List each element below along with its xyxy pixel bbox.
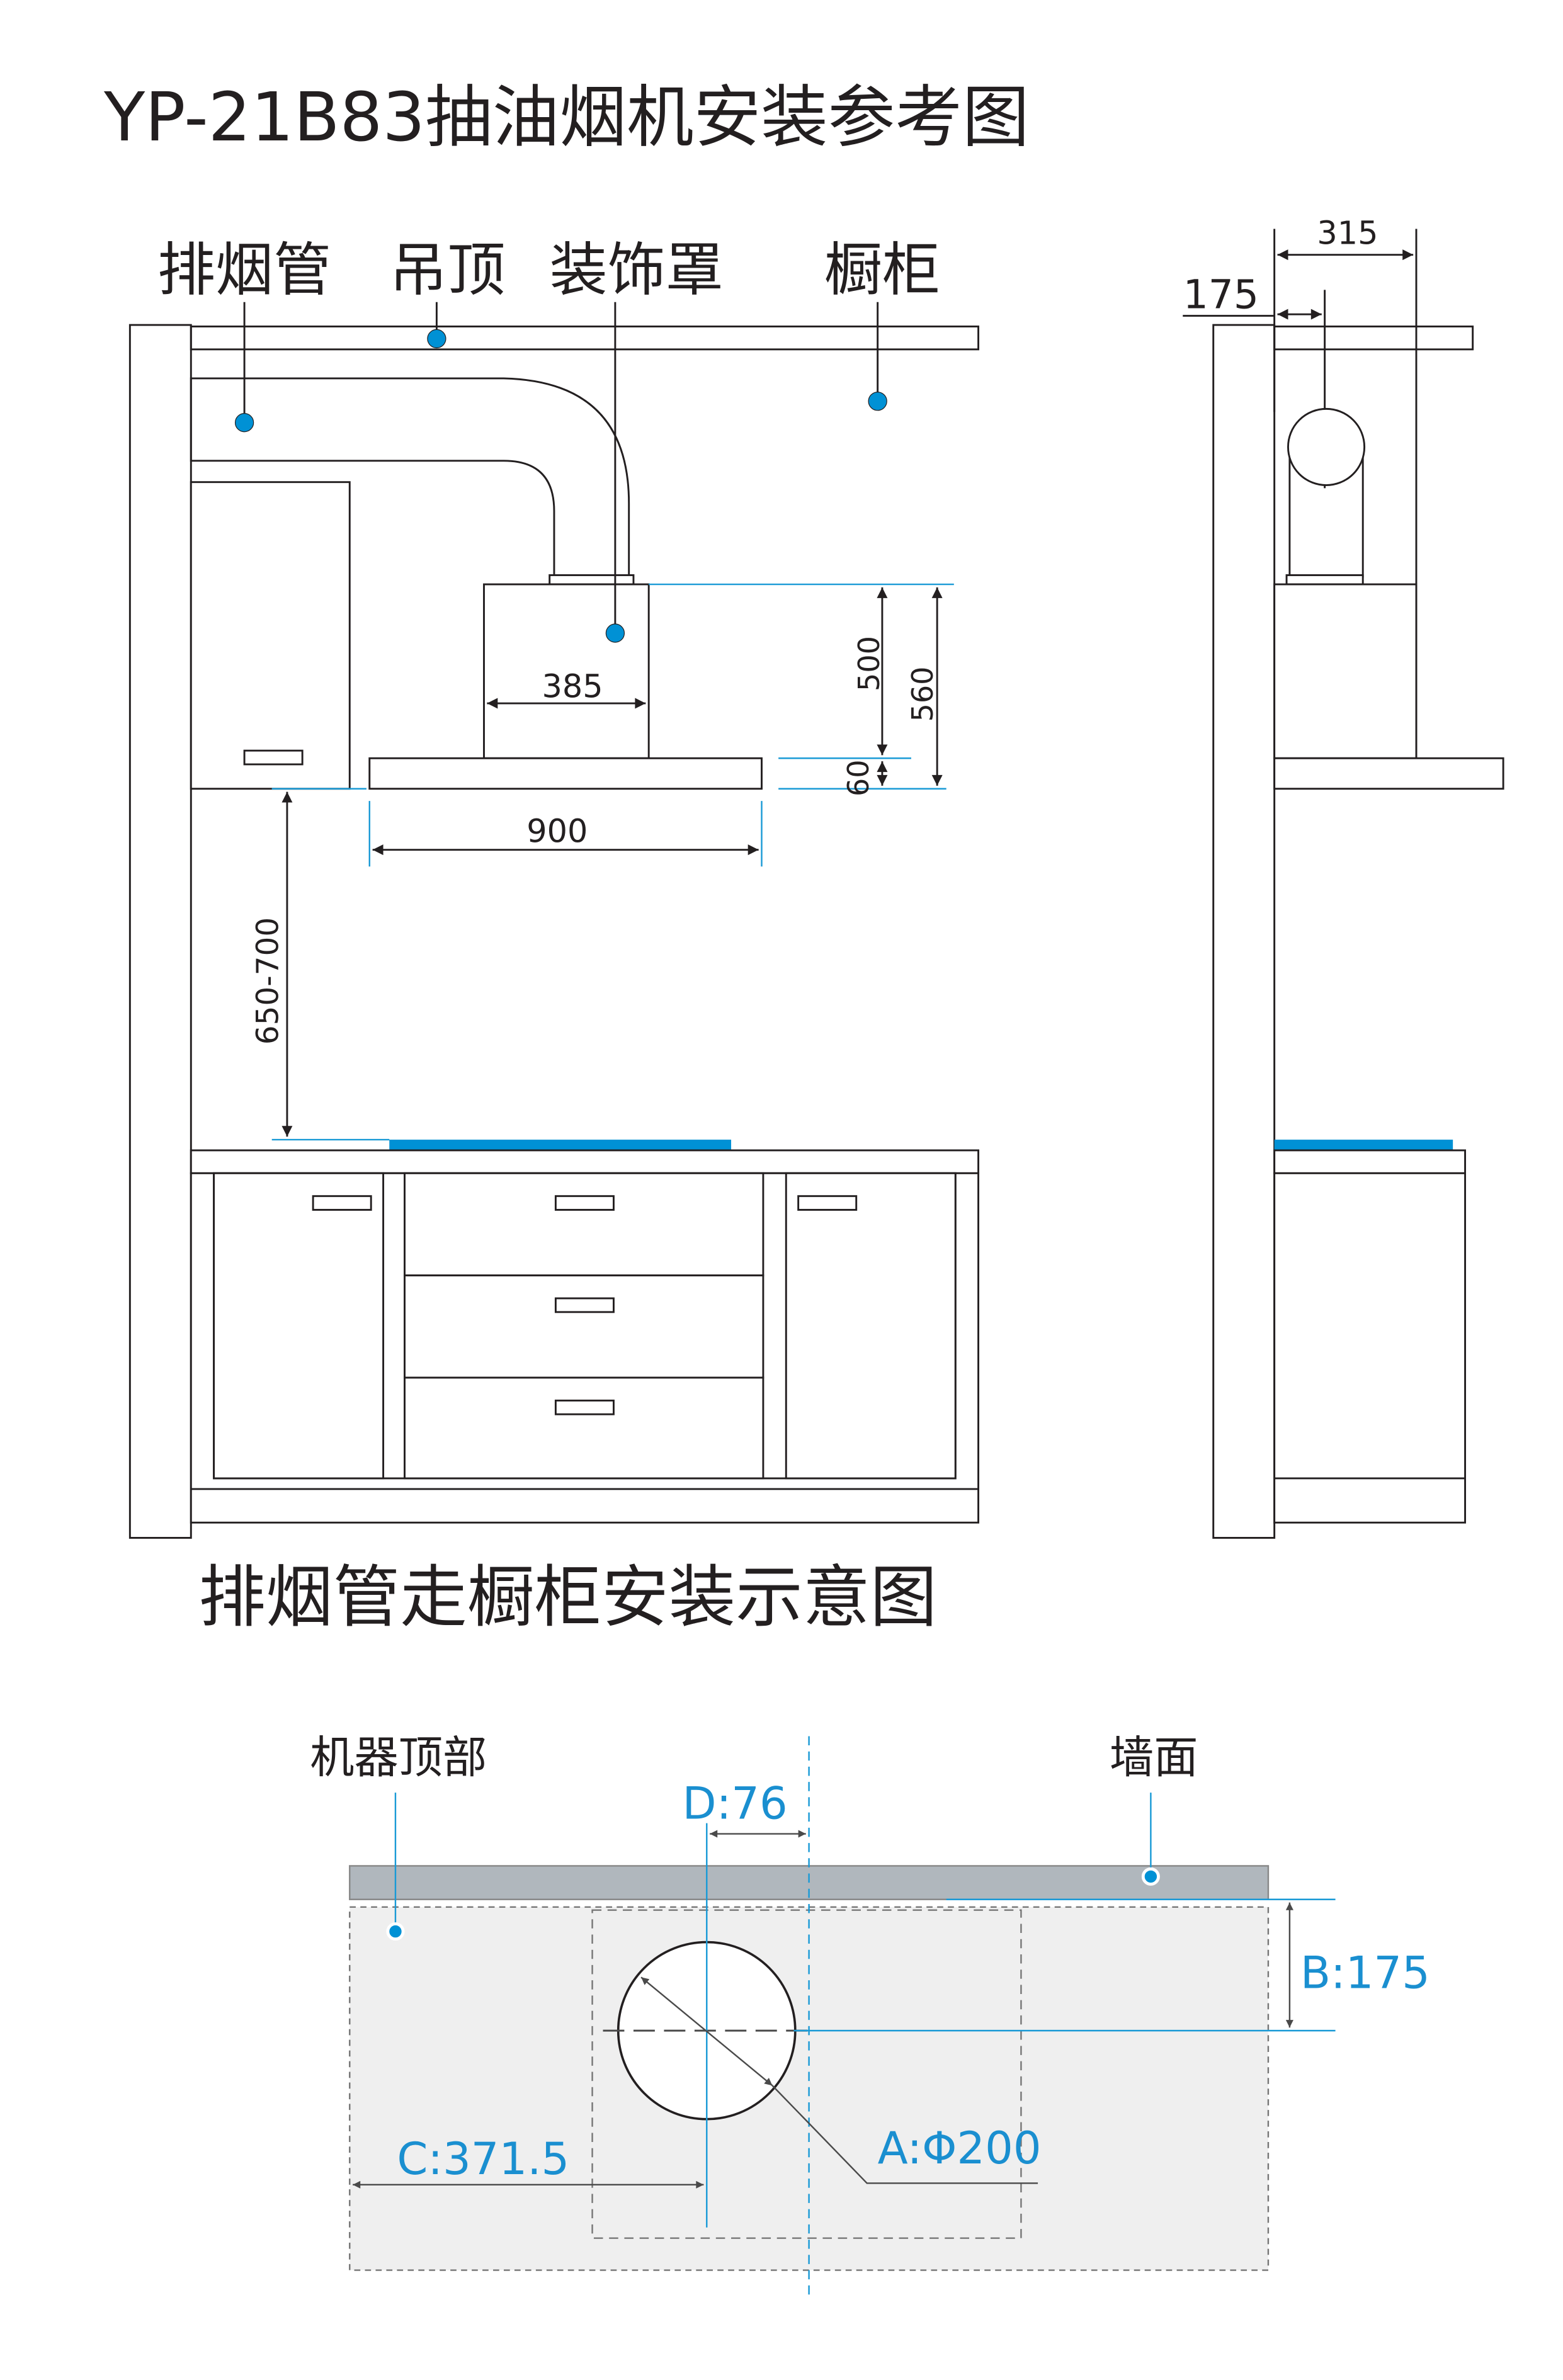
dim-B: B:175 (1300, 1947, 1430, 1998)
label-cover: 装饰罩 (550, 236, 724, 303)
dim-install-height: 650-700 (250, 917, 285, 1045)
cooktop (389, 1140, 732, 1150)
side-duct-opening (1287, 407, 1366, 486)
dim-A: A:Φ200 (878, 2122, 1042, 2174)
marker-machine-top (386, 1922, 405, 1941)
label-wall: 墙面 (1110, 1732, 1198, 1784)
dim-depth: 315 (1317, 215, 1378, 252)
marker-duct (234, 413, 254, 433)
brick-wall (128, 324, 192, 1539)
dim-total-height: 560 (906, 667, 940, 722)
countertop (190, 1149, 980, 1174)
exhaust-duct (190, 377, 630, 578)
duct-collar (548, 574, 635, 586)
dim-cover-height: 500 (852, 636, 886, 691)
label-duct: 排烟管 (157, 236, 331, 303)
side-brick-wall (1212, 324, 1276, 1539)
side-cooktop (1274, 1140, 1453, 1150)
side-view: 315 175 (1183, 215, 1504, 1539)
section-title: 排烟管走橱柜安装示意图 (198, 1558, 937, 1636)
door-left (213, 1172, 385, 1480)
side-chimney (1273, 583, 1418, 759)
door-right (785, 1172, 957, 1480)
dim-duct-offset: 175 (1183, 271, 1259, 317)
ceiling-hatch (190, 326, 980, 351)
side-canopy (1273, 757, 1504, 790)
label-machine-top: 机器顶部 (310, 1732, 487, 1784)
cabinet-handle (243, 749, 304, 766)
dim-chimney-width: 385 (542, 667, 603, 705)
upper-cabinet (190, 481, 351, 790)
dim-canopy-height: 60 (841, 759, 875, 796)
label-cabinet: 橱柜 (824, 236, 940, 303)
dim-D: D:76 (683, 1777, 788, 1829)
drawer-2 (404, 1274, 764, 1379)
inner-outline (591, 1909, 1022, 2239)
hood-canopy (368, 757, 763, 790)
marker-cabinet (868, 392, 887, 411)
dim-C: C:371.5 (397, 2133, 569, 2185)
front-view: 排烟管 吊顶 装饰罩 橱柜 385 900 500 560 60 650-700 (128, 236, 980, 1539)
label-ceiling: 吊顶 (389, 236, 505, 303)
marker-ceiling (427, 329, 446, 349)
side-ceiling-hatch (1273, 326, 1474, 351)
top-view: 机器顶部 墙面 D:76 B:175 A:Φ200 C:371.5 (310, 1732, 1430, 2296)
marker-cover (605, 623, 625, 643)
marker-wall (1141, 1867, 1160, 1886)
dim-hood-width: 900 (526, 813, 588, 850)
drawer-1 (404, 1172, 764, 1277)
side-cabinet (1273, 1172, 1466, 1524)
drawer-3 (404, 1376, 764, 1480)
page-title: YP-21B83抽油烟机安装参考图 (103, 79, 1029, 157)
